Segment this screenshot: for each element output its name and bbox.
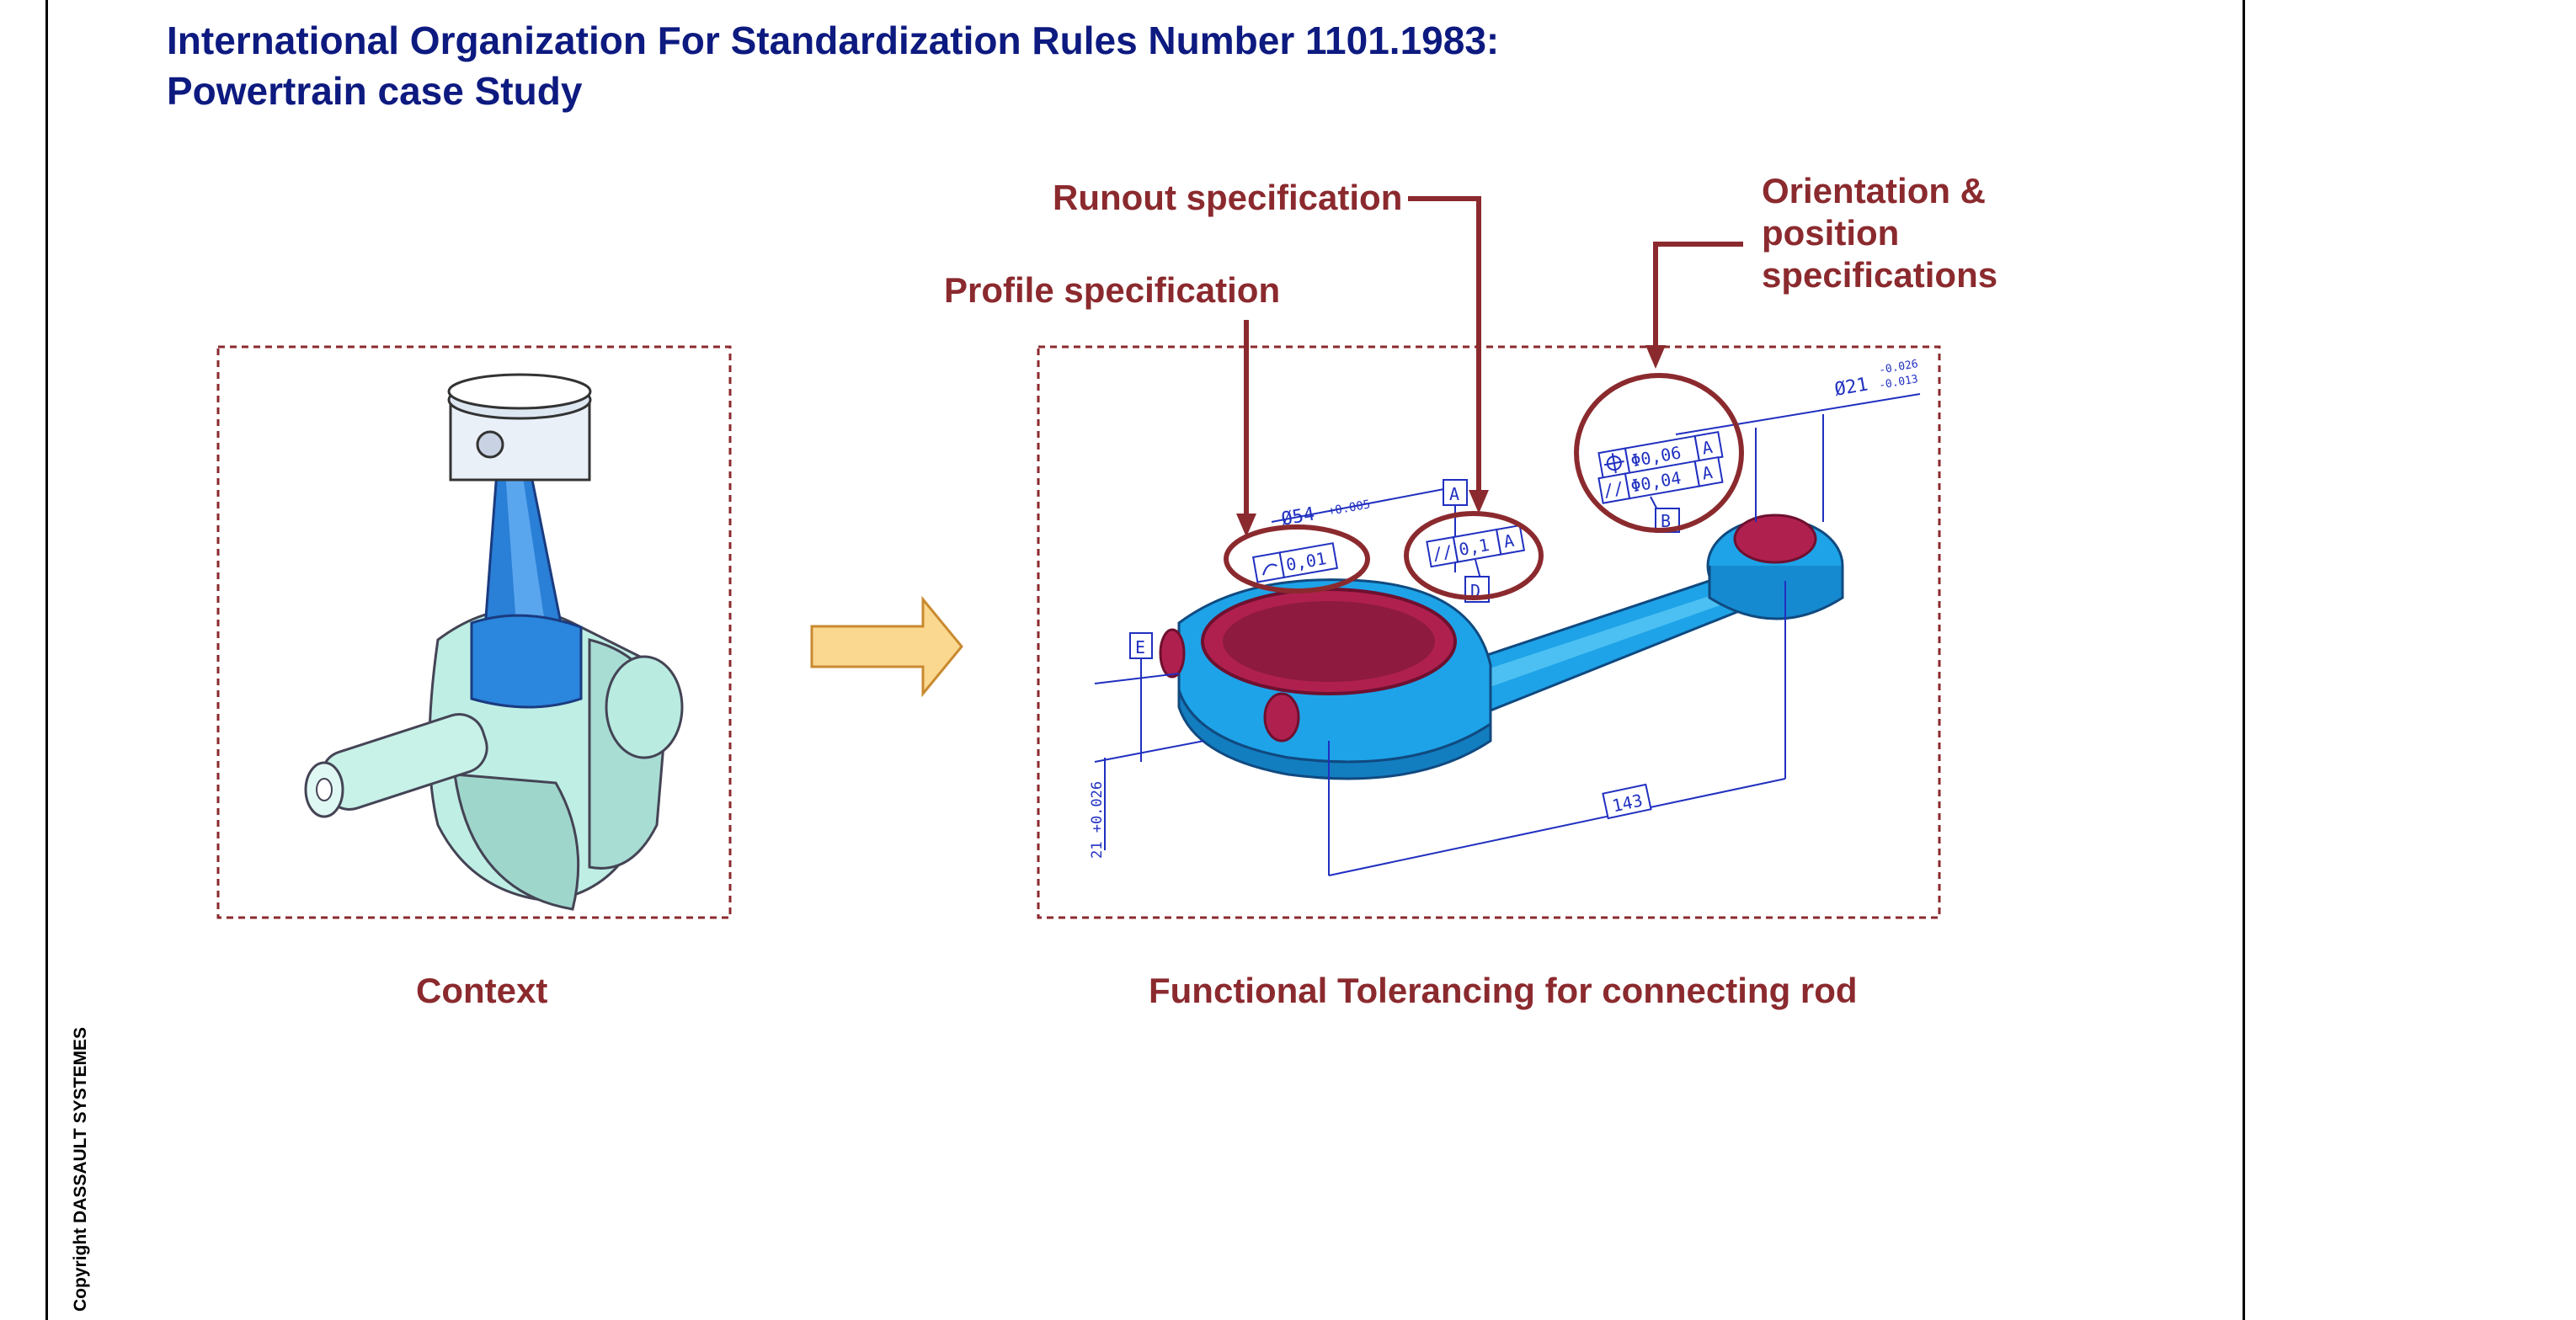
transition-arrow — [810, 595, 963, 698]
svg-text:A: A — [1700, 462, 1714, 484]
svg-text:E: E — [1135, 637, 1145, 657]
diam54-tol-label: +0.005 — [1327, 498, 1372, 519]
orientation-highlight-ellipse — [1574, 373, 1744, 533]
orientation-callout-line-1: Orientation & — [1762, 171, 1987, 210]
slide-title: International Organization For Standardi… — [167, 15, 1499, 116]
functional-caption: Functional Tolerancing for connecting ro… — [1149, 971, 1858, 1010]
callout-leaders — [1244, 196, 1743, 530]
runout-highlight-ellipse — [1404, 511, 1544, 600]
svg-text://: // — [1431, 541, 1454, 565]
dim21-side-label: 21 +0.026 — [1089, 781, 1106, 859]
orientation-callout-line-3: specifications — [1762, 255, 1998, 295]
profile-highlight-ellipse — [1224, 524, 1370, 593]
datum-e: E — [1129, 632, 1153, 659]
dimension-143: 143 — [1602, 783, 1652, 820]
connecting-rod-model — [1159, 514, 1844, 780]
svg-text:B: B — [1661, 511, 1671, 531]
callout-arrowheads — [1236, 345, 1666, 537]
left-border-line — [45, 0, 48, 1320]
functional-frame — [1037, 345, 1941, 919]
datum-a: A — [1443, 479, 1468, 506]
title-line-1: International Organization For Standardi… — [167, 19, 1500, 62]
diam21-label: Ø21 — [1833, 374, 1869, 401]
profile-callout: Profile specification — [944, 270, 1281, 310]
orientation-callout-line-2: position — [1762, 213, 1900, 253]
runout-tolerance-frame: // 0,1 A — [1426, 524, 1526, 568]
title-line-2: Powertrain case Study — [167, 69, 583, 113]
svg-text:A: A — [1502, 530, 1516, 552]
svg-text:A: A — [1700, 437, 1714, 459]
context-caption: Context — [416, 971, 548, 1010]
svg-text://: // — [1602, 477, 1625, 501]
orientation-callout: Orientation & position specifications — [1762, 170, 1997, 296]
svg-text:A: A — [1449, 484, 1459, 504]
runout-callout: Runout specification — [1053, 178, 1403, 217]
crankshaft-piston-illustration — [304, 373, 684, 911]
dimension-labels: Ø54 +0.005 Ø21 -0.026 -0.013 21 +0.026 — [1089, 358, 1919, 859]
context-frame — [216, 345, 732, 919]
copyright-notice: Copyright DASSAULT SYSTEMES — [71, 1027, 90, 1312]
parallelism-tolerance-frame: // Φ0,04 A — [1597, 455, 1724, 504]
right-border-line — [2243, 0, 2245, 1320]
profile-tolerance-frame: 0,01 — [1251, 542, 1339, 583]
